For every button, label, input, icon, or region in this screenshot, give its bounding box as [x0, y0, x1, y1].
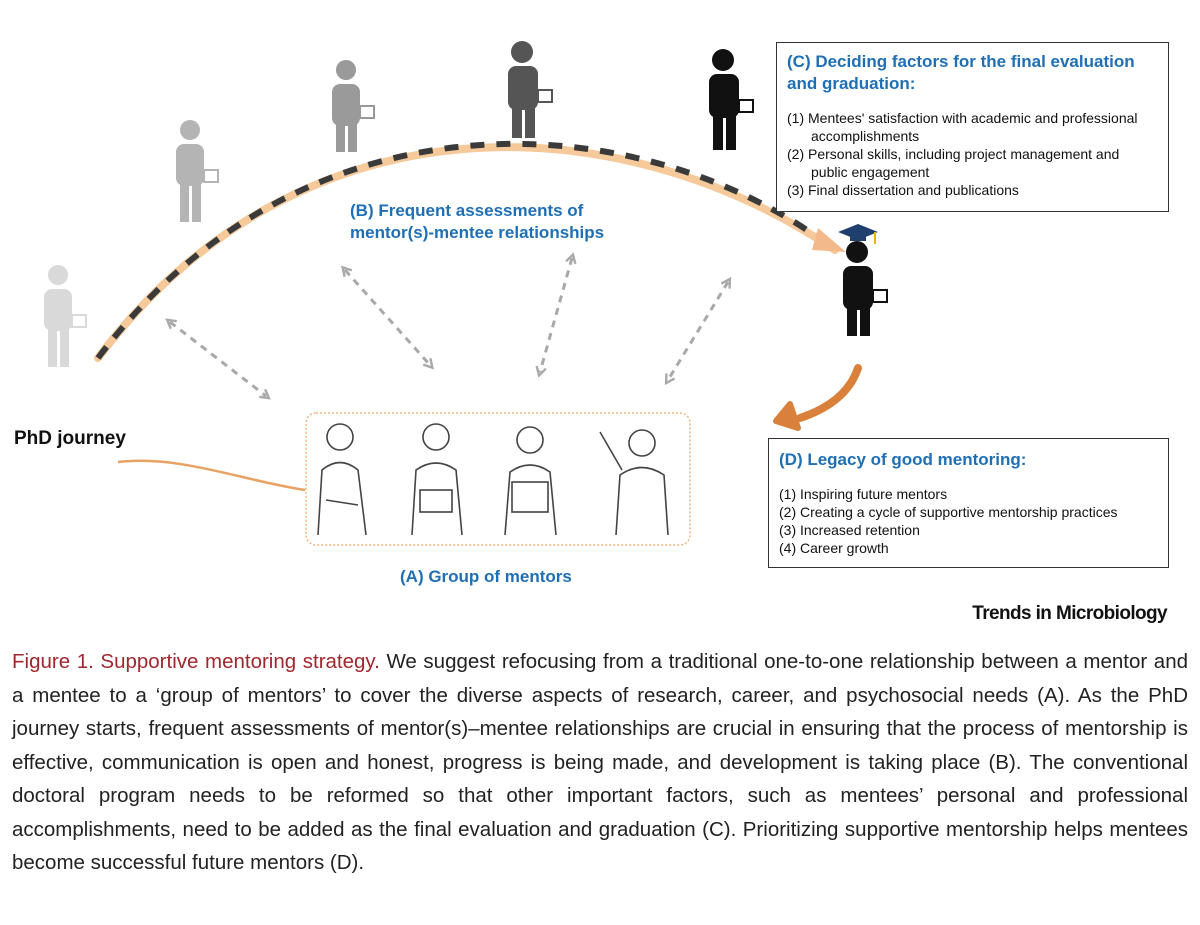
- list-item: (2) Personal skills, including project m…: [787, 146, 1120, 180]
- caption-title: Figure 1. Supportive mentoring strategy.: [12, 650, 380, 673]
- journal-credit: Trends in Microbiology: [972, 603, 1167, 624]
- person-with-briefcase-icon: [176, 120, 219, 222]
- graduate-figure: [838, 224, 888, 336]
- legacy-title: (D) Legacy of good mentoring:: [779, 450, 1027, 469]
- arc-arrowhead: [812, 228, 846, 252]
- list-item: (3) Final dissertation and publications: [787, 182, 1019, 198]
- figure-caption: Figure 1. Supportive mentoring strategy.…: [12, 645, 1188, 880]
- graduation-cap-icon: [838, 224, 878, 244]
- caption-body: We suggest refocusing from a traditional…: [12, 650, 1188, 874]
- journey-arc: [94, 140, 846, 362]
- mentor-illustration: [599, 429, 669, 536]
- assessments-label: (B) Frequent assessments of mentor(s)-me…: [350, 201, 605, 242]
- list-item: (4) Career growth: [779, 540, 889, 556]
- legacy-box: (D) Legacy of good mentoring: (1) Inspir…: [768, 438, 1169, 568]
- mentors-label: (A) Group of mentors: [400, 567, 572, 586]
- legacy-list: (1) Inspiring future mentors (2) Creatin…: [779, 485, 1158, 557]
- deciding-factors-list: (1) Mentees' satisfaction with academic …: [787, 109, 1158, 199]
- person-with-briefcase-icon: [44, 265, 87, 367]
- double-arrow-icon: [340, 265, 435, 370]
- list-item: (1) Mentees' satisfaction with academic …: [787, 110, 1138, 144]
- legacy-arrow: [773, 364, 862, 431]
- mentor-illustration: [504, 426, 557, 536]
- mentors-group-box: [305, 412, 691, 546]
- list-item: (1) Inspiring future mentors: [779, 486, 948, 502]
- list-item: (3) Increased retention: [779, 522, 920, 538]
- journey-connector: [117, 459, 306, 492]
- double-arrow-icon: [664, 276, 732, 386]
- mentor-illustration: [317, 423, 367, 536]
- diagram-graphics: [44, 41, 888, 546]
- double-arrow-icon: [165, 318, 271, 400]
- deciding-factors-title: (C) Deciding factors for the final evalu…: [787, 52, 1135, 93]
- person-with-briefcase-icon: [709, 49, 754, 150]
- person-with-briefcase-icon: [332, 60, 375, 152]
- journey-label: PhD journey: [14, 428, 126, 449]
- list-item: (2) Creating a cycle of supportive mento…: [779, 504, 1118, 520]
- person-with-briefcase-icon: [508, 41, 553, 138]
- mentor-illustration: [411, 423, 463, 536]
- assessment-arrows: [165, 252, 732, 400]
- double-arrow-icon: [535, 252, 577, 378]
- mentoring-diagram: (B) Frequent assessments of mentor(s)-me…: [14, 41, 1169, 586]
- deciding-factors-box: (C) Deciding factors for the final evalu…: [776, 42, 1169, 212]
